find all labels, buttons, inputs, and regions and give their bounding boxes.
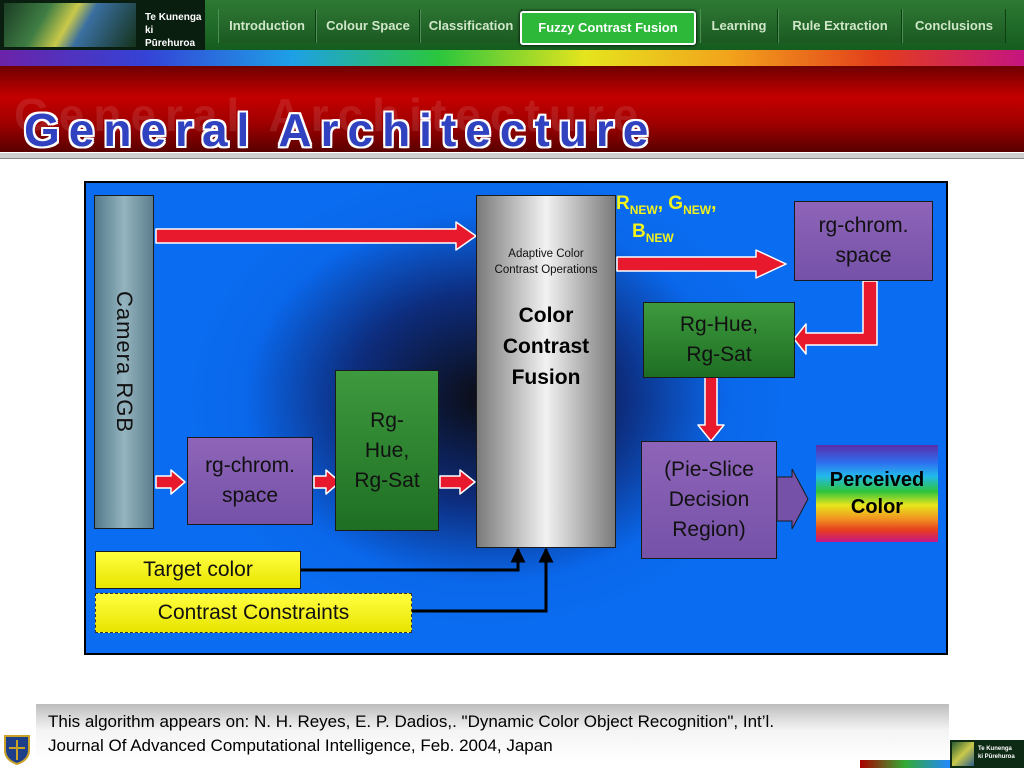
title-divider bbox=[0, 152, 1024, 159]
fusion-title-line-3: Fusion bbox=[511, 366, 581, 389]
color-contrast-fusion-box: Adaptive Color Contrast Operations Color… bbox=[476, 195, 616, 548]
rg-chrom-right-line-2: space bbox=[835, 244, 892, 267]
target-color-box: Target color bbox=[95, 551, 301, 589]
tab-classification[interactable]: Classification bbox=[420, 9, 522, 43]
diagram-connectors bbox=[155, 221, 878, 613]
contrast-constraints-box: Contrast Constraints bbox=[95, 593, 412, 633]
citation-line-2: Journal Of Advanced Computational Intell… bbox=[48, 736, 553, 755]
arrow-huesat-to-fusion bbox=[439, 469, 476, 495]
fusion-title-line-2: Contrast bbox=[502, 335, 590, 358]
rgb-new-label: RNEW, GNEW, BNEW bbox=[616, 193, 776, 249]
tab-learning[interactable]: Learning bbox=[700, 9, 778, 43]
arrow-camera-to-fusion bbox=[155, 221, 477, 251]
b-new-letter: B bbox=[632, 220, 646, 242]
tab-colour-space[interactable]: Colour Space bbox=[316, 9, 420, 43]
fusion-subtitle-line-1: Adaptive Color bbox=[508, 248, 584, 260]
fusion-subtitle: Adaptive Color Contrast Operations bbox=[477, 246, 615, 278]
rgb-sep-1: , bbox=[657, 193, 669, 214]
pie-slice-line-2: Decision bbox=[668, 488, 750, 511]
arrow-camera-to-rgchrom bbox=[155, 469, 186, 495]
tab-conclusions[interactable]: Conclusions bbox=[902, 9, 1006, 43]
rg-chrom-left-line-1: rg-chrom. bbox=[205, 454, 295, 477]
university-crest-icon bbox=[4, 735, 30, 765]
tab-introduction[interactable]: Introduction bbox=[218, 9, 316, 43]
fusion-subtitle-line-2: Contrast Operations bbox=[494, 264, 598, 276]
arrow-rgchrom-to-huesat-right bbox=[793, 280, 878, 355]
logo-text: Te Kunenga ki Pūrehuroa bbox=[145, 11, 205, 50]
pie-slice-line-3: Region) bbox=[672, 518, 746, 541]
rgb-sep-2: , bbox=[711, 193, 717, 214]
footer-logo-text-line-1: Te Kunenga bbox=[978, 746, 1012, 752]
rg-chrom-space-left-box: rg-chrom. space bbox=[187, 437, 313, 525]
g-new-letter: G bbox=[668, 193, 684, 214]
university-logo[interactable]: Te Kunenga ki Pūrehuroa bbox=[0, 0, 205, 50]
connector-target-color bbox=[300, 547, 526, 572]
arrow-fusion-to-rgchrom bbox=[616, 249, 787, 279]
footer-logo-icon bbox=[952, 742, 974, 766]
citation-box: This algorithm appears on: N. H. Reyes, … bbox=[36, 704, 949, 762]
camera-rgb-label: Camera RGB bbox=[112, 290, 138, 434]
footer-logo-text-line-2: ki Pūrehuroa bbox=[978, 754, 1015, 760]
camera-rgb-box: Camera RGB bbox=[94, 195, 154, 529]
perceived-line-1: Perceived bbox=[829, 468, 925, 491]
hue-sat-right-line-2: Rg-Sat bbox=[686, 343, 752, 366]
arrow-rgchrom-to-huesat bbox=[313, 469, 341, 495]
university-logo-icon bbox=[4, 3, 136, 47]
r-new-letter: R bbox=[616, 193, 630, 214]
rg-chrom-space-right-box: rg-chrom. space bbox=[794, 201, 933, 281]
b-new-sub: NEW bbox=[645, 230, 674, 245]
hue-sat-left-line-2: Hue, bbox=[364, 438, 410, 462]
r-new-sub: NEW bbox=[629, 202, 658, 217]
hue-sat-left-box: Rg- Hue, Rg-Sat bbox=[335, 370, 439, 531]
footer-color-strip bbox=[860, 760, 950, 768]
perceived-line-2: Color bbox=[850, 495, 904, 518]
arrow-huesat-to-pieslice bbox=[697, 374, 725, 442]
rg-chrom-right-line-1: rg-chrom. bbox=[818, 214, 909, 237]
page-title: General Architecture bbox=[24, 104, 658, 156]
connector-contrast-constraints bbox=[411, 547, 554, 613]
hue-sat-left-line-3: Rg-Sat bbox=[354, 468, 420, 492]
logo-text-line-2: ki Pūrehuroa bbox=[145, 25, 196, 49]
fusion-title-line-1: Color bbox=[518, 304, 574, 327]
architecture-diagram: Camera RGB rg-chrom. space Rg- Hue, Rg-S… bbox=[84, 181, 948, 655]
footer-logo-text: Te Kunenga ki Pūrehuroa bbox=[978, 745, 1015, 761]
tab-fuzzy-contrast-fusion[interactable]: Fuzzy Contrast Fusion bbox=[520, 11, 696, 45]
footer-logo[interactable]: Te Kunenga ki Pūrehuroa bbox=[950, 740, 1024, 768]
logo-text-line-1: Te Kunenga bbox=[145, 12, 202, 23]
g-new-sub: NEW bbox=[683, 202, 712, 217]
pie-slice-line-1: (Pie-Slice bbox=[664, 458, 754, 481]
hue-sat-left-line-1: Rg- bbox=[370, 408, 404, 432]
rainbow-strip bbox=[0, 50, 1024, 66]
page-title-shadow: General Architecture bbox=[14, 89, 648, 141]
title-band bbox=[0, 66, 1024, 154]
hue-sat-right-line-1: Rg-Hue, bbox=[679, 313, 759, 336]
hue-sat-right-box: Rg-Hue, Rg-Sat bbox=[643, 302, 795, 378]
fusion-title: Color Contrast Fusion bbox=[477, 300, 615, 393]
pie-slice-decision-box: (Pie-Slice Decision Region) bbox=[641, 441, 777, 559]
top-navigation-bar: Te Kunenga ki Pūrehuroa Introduction Col… bbox=[0, 0, 1024, 50]
tab-rule-extraction[interactable]: Rule Extraction bbox=[778, 9, 902, 43]
perceived-color-box: Perceived Color bbox=[816, 445, 938, 542]
rg-chrom-left-line-2: space bbox=[221, 484, 279, 507]
citation-line-1: This algorithm appears on: N. H. Reyes, … bbox=[48, 712, 775, 731]
arrow-pieslice-to-perceived bbox=[776, 468, 809, 530]
